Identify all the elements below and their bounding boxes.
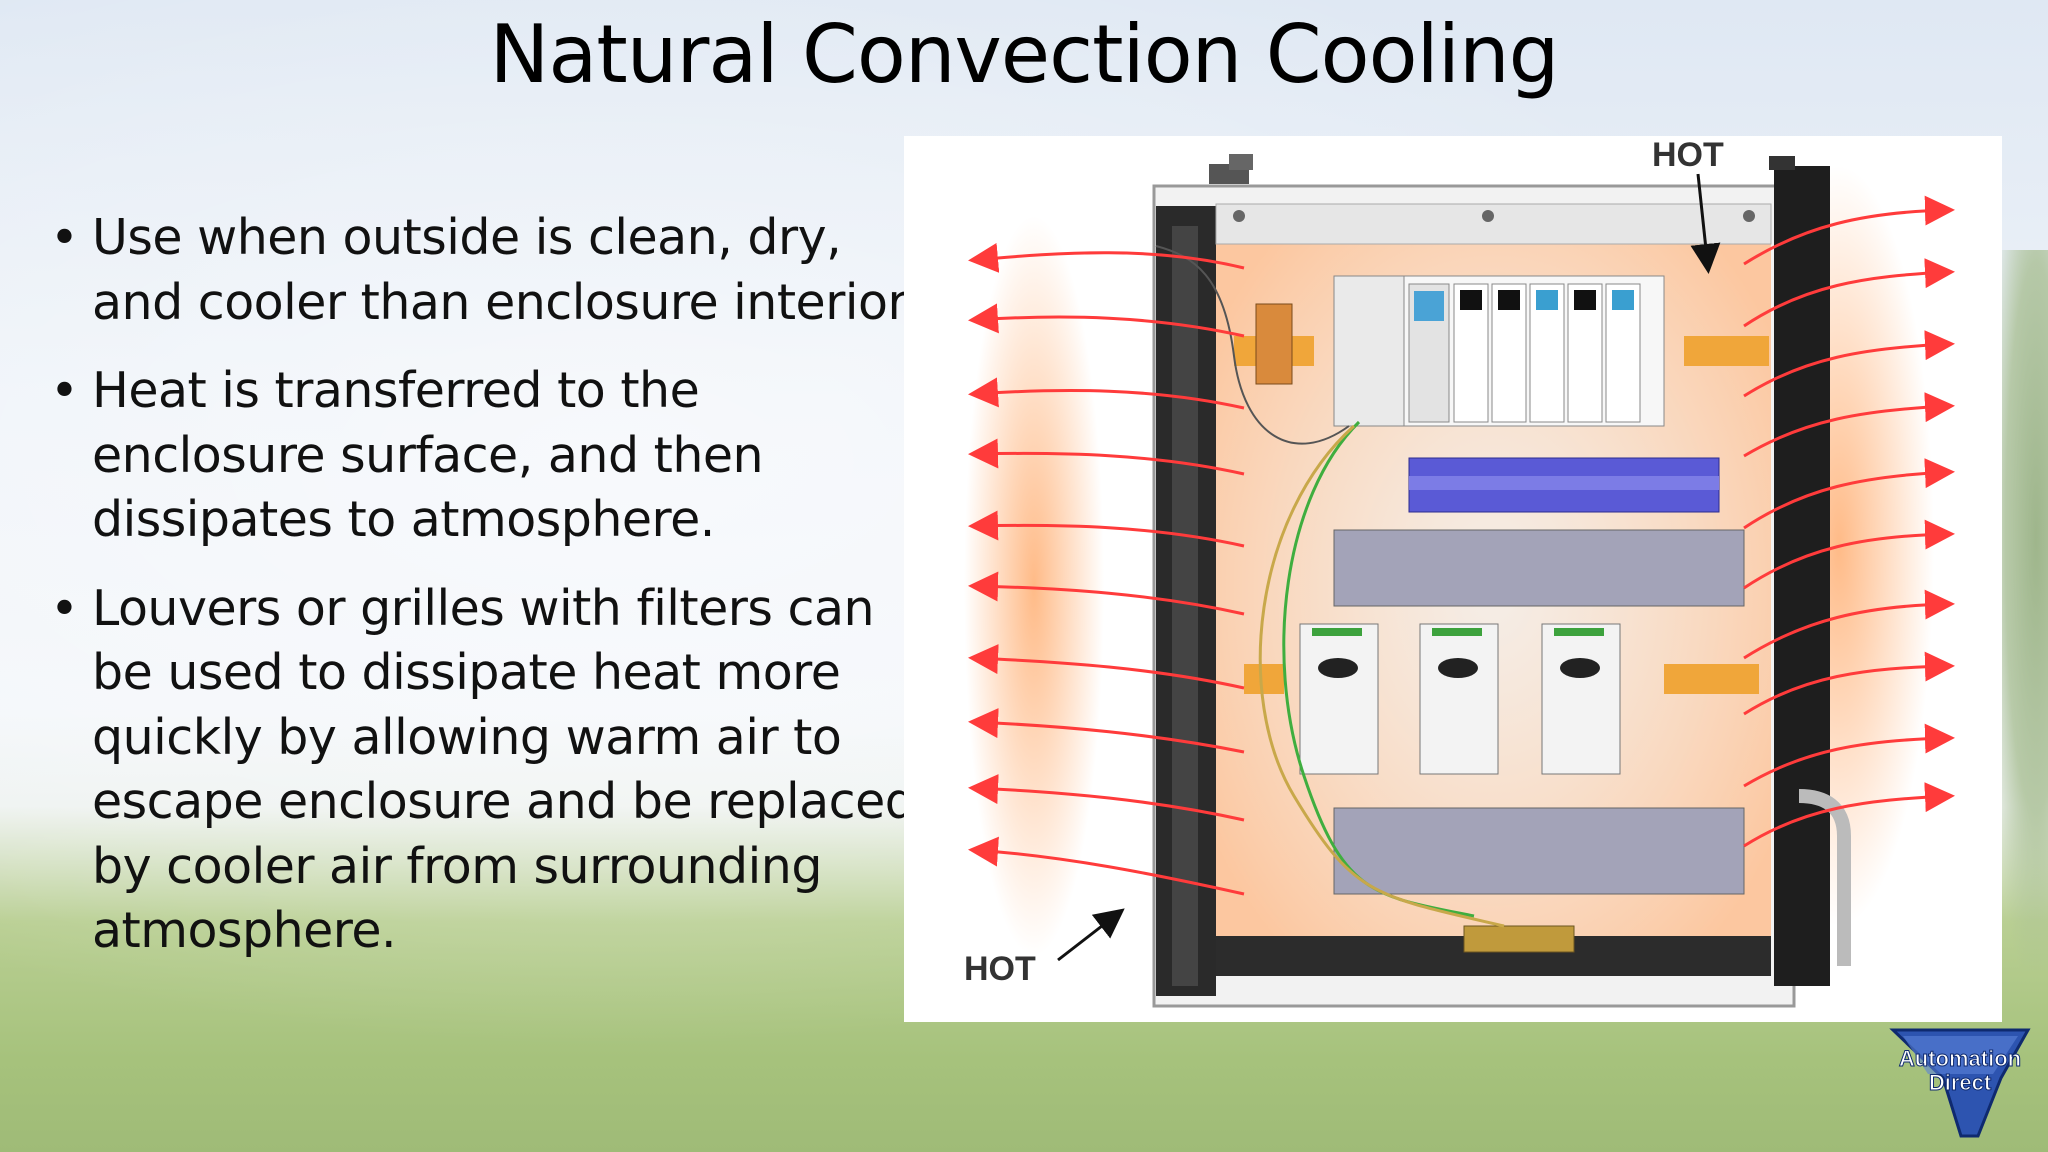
motor-drives [1299, 623, 1621, 775]
logo-icon: Automation Direct [1889, 1028, 2031, 1138]
bullet-item-1: Use when outside is clean, dry, and cool… [50, 206, 930, 335]
slide-title: Natural Convection Cooling [489, 8, 1560, 101]
din-rail-top-right [1684, 336, 1769, 366]
enclosure-diagram: HOT HOT [904, 136, 2002, 1022]
logo-line2: Direct [1929, 1070, 1992, 1095]
enclosure-illustration: HOT HOT [964, 136, 1955, 1008]
bullet-item-2: Heat is transferred to the enclosure sur… [50, 359, 930, 553]
bullet-list: Use when outside is clean, dry, and cool… [50, 206, 930, 988]
automation-direct-logo[interactable]: Automation Direct [1883, 1028, 2038, 1138]
hot-label-top: HOT [1652, 136, 1724, 174]
heat-arrows-left [968, 242, 1245, 896]
ground-bar [1463, 925, 1575, 953]
hot-pointer-top [1690, 173, 1721, 274]
wire-duct-top [1333, 529, 1745, 607]
heat-arrows-right [1743, 195, 1955, 848]
bullet-item-3: Louvers or grilles with filters can be u… [50, 577, 930, 964]
logo-line1: Automation [1899, 1046, 2021, 1071]
hot-label-bottom: HOT [964, 950, 1036, 988]
power-supply [1255, 303, 1293, 385]
wire-duct-bottom [1333, 807, 1745, 895]
hot-pointer-bottom [1057, 908, 1125, 962]
